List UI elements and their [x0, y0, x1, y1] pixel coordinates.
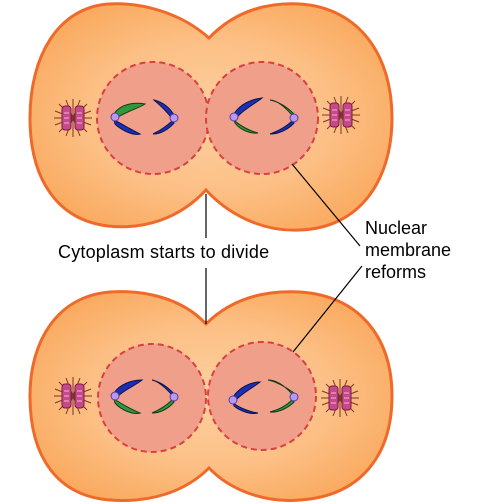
bottom-left-centriole-icon	[54, 377, 92, 415]
bottom-right-chromosomes	[228, 379, 299, 414]
top-left-centriole-icon	[54, 99, 92, 137]
nuclear-membrane-label-line-3: reforms	[365, 262, 427, 282]
top-cell	[28, 2, 394, 232]
blue-chromosome-icon	[113, 379, 144, 397]
top-left-chromosomes	[110, 99, 179, 135]
centromere-icon	[289, 392, 299, 402]
green-chromosome-icon	[113, 102, 147, 118]
blue-chromosome-icon	[232, 381, 262, 400]
blue-chromosome-icon	[232, 401, 259, 414]
bottom-cell	[28, 290, 394, 502]
green-chromosome-icon	[113, 397, 142, 414]
blue-chromosome-icon	[233, 97, 264, 117]
green-chromosome-icon	[233, 119, 259, 134]
bottom-left-nucleus	[97, 343, 207, 453]
nuclear-membrane-label-line-2: membrane	[365, 240, 452, 260]
blue-chromosome-icon	[152, 120, 175, 135]
top-right-chromosomes	[229, 97, 299, 135]
top-right-nucleus	[205, 61, 319, 175]
green-chromosome-icon	[269, 399, 295, 413]
top-right-centriole-icon	[322, 96, 360, 134]
centromere-icon	[289, 113, 299, 123]
membrane-leader-top	[291, 163, 361, 247]
leader-lines	[205, 163, 363, 353]
membrane-leader-bottom	[292, 265, 363, 353]
centromere-icon	[228, 395, 238, 405]
cytoplasm-label: Cytoplasm starts to divide	[58, 242, 270, 262]
centromere-icon	[169, 392, 179, 402]
bottom-right-centriole-icon	[321, 379, 359, 417]
centromere-icon	[110, 391, 120, 401]
nuclear-membrane-label-line-1: Nuclear	[365, 218, 428, 238]
bottom-left-chromosomes	[110, 379, 179, 414]
green-chromosome-icon	[267, 379, 295, 395]
blue-chromosome-icon	[152, 99, 175, 117]
blue-chromosome-icon	[113, 119, 142, 135]
centromere-icon	[229, 112, 239, 122]
blue-chromosome-icon	[269, 120, 295, 135]
green-chromosome-icon	[269, 99, 295, 116]
green-chromosome-icon	[151, 399, 175, 414]
centromere-icon	[169, 113, 179, 123]
bottom-right-nucleus	[207, 341, 317, 451]
centromere-icon	[110, 112, 120, 122]
nuclear-membrane-label: Nuclear membrane reforms	[365, 217, 451, 283]
